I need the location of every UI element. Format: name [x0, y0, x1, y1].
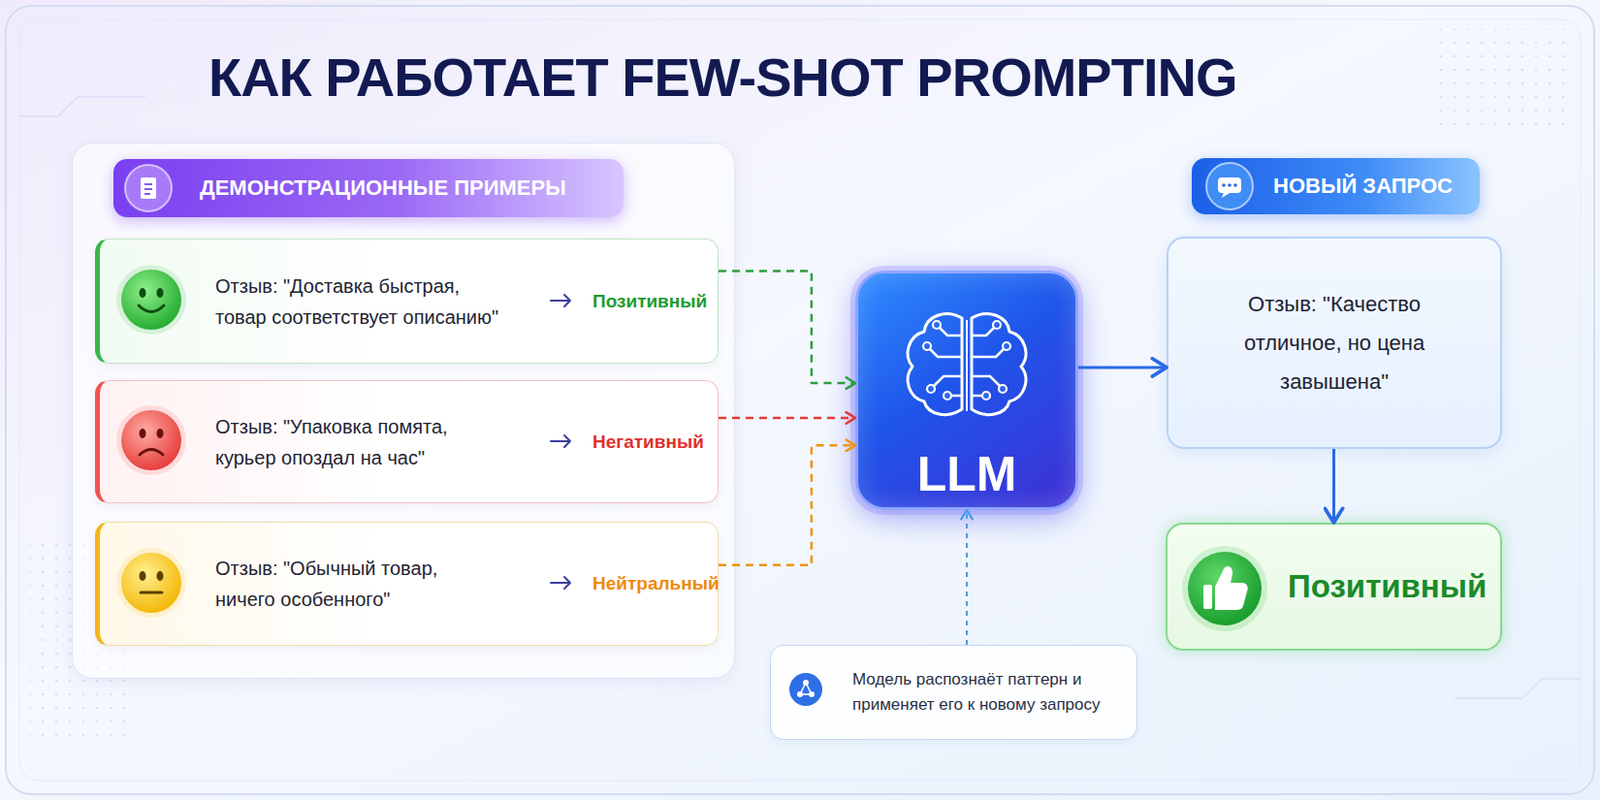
inner-frame — [19, 19, 1581, 781]
llm-box: LLM — [855, 270, 1079, 511]
dashed-arrow — [718, 416, 856, 420]
dot-grid — [1435, 29, 1571, 136]
review-text: Отзыв: "Качество отличное, но цена завыш… — [1217, 285, 1451, 402]
review-text: Отзыв: "Обычный товар, ничего особенного… — [215, 552, 470, 615]
outer-frame — [5, 5, 1595, 795]
llm-label: LLM — [858, 445, 1076, 504]
result-box: Позитивный — [1165, 522, 1503, 651]
example-card: Отзыв: "Обычный товар, ничего особенного… — [95, 521, 719, 646]
flow-arrow — [1332, 448, 1336, 523]
flow-arrow — [1078, 365, 1167, 369]
note-box: Модель распознаёт паттерн и применяет ег… — [769, 644, 1138, 740]
review-text: Отзыв: "Упаковка помята, курьер опоздал … — [215, 411, 507, 474]
header-text: НОВЫЙ ЗАПРОС — [1273, 158, 1453, 215]
note-text: Модель распознаёт паттерн и применяет ег… — [852, 667, 1126, 718]
example-card: Отзыв: "Упаковка помята, курьер опоздал … — [95, 380, 719, 504]
example-card: Отзыв: "Доставка быстрая, товар соответс… — [95, 238, 719, 364]
circuit-line — [1454, 678, 1581, 699]
sentiment-label: Нейтральный — [592, 573, 720, 595]
sentiment-label: Негативный — [592, 431, 704, 453]
circuit-line — [19, 96, 146, 117]
dashed-arrow — [965, 510, 968, 645]
diagram-title: КАК РАБОТАЕТ FEW-SHOT PROMPTING — [208, 46, 1237, 109]
sentiment-label: Позитивный — [592, 290, 707, 313]
request-header: НОВЫЙ ЗАПРОС — [1191, 158, 1480, 215]
dashed-arrow — [718, 271, 856, 384]
panel-heading: ДЕМОНСТРАЦИОННЫЕ ПРИМЕРЫ — [113, 159, 624, 218]
request-box: Отзыв: "Качество отличное, но цена завыш… — [1166, 236, 1503, 449]
dashed-arrow — [718, 445, 856, 565]
example-panel: ДЕМОНСТРАЦИОННЫЕ ПРИМЕРЫ Отзыв: "Доставка… — [71, 142, 736, 679]
review-text: Отзыв: "Доставка быстрая, товар соответс… — [215, 270, 507, 333]
result-label: Позитивный — [1287, 568, 1487, 606]
